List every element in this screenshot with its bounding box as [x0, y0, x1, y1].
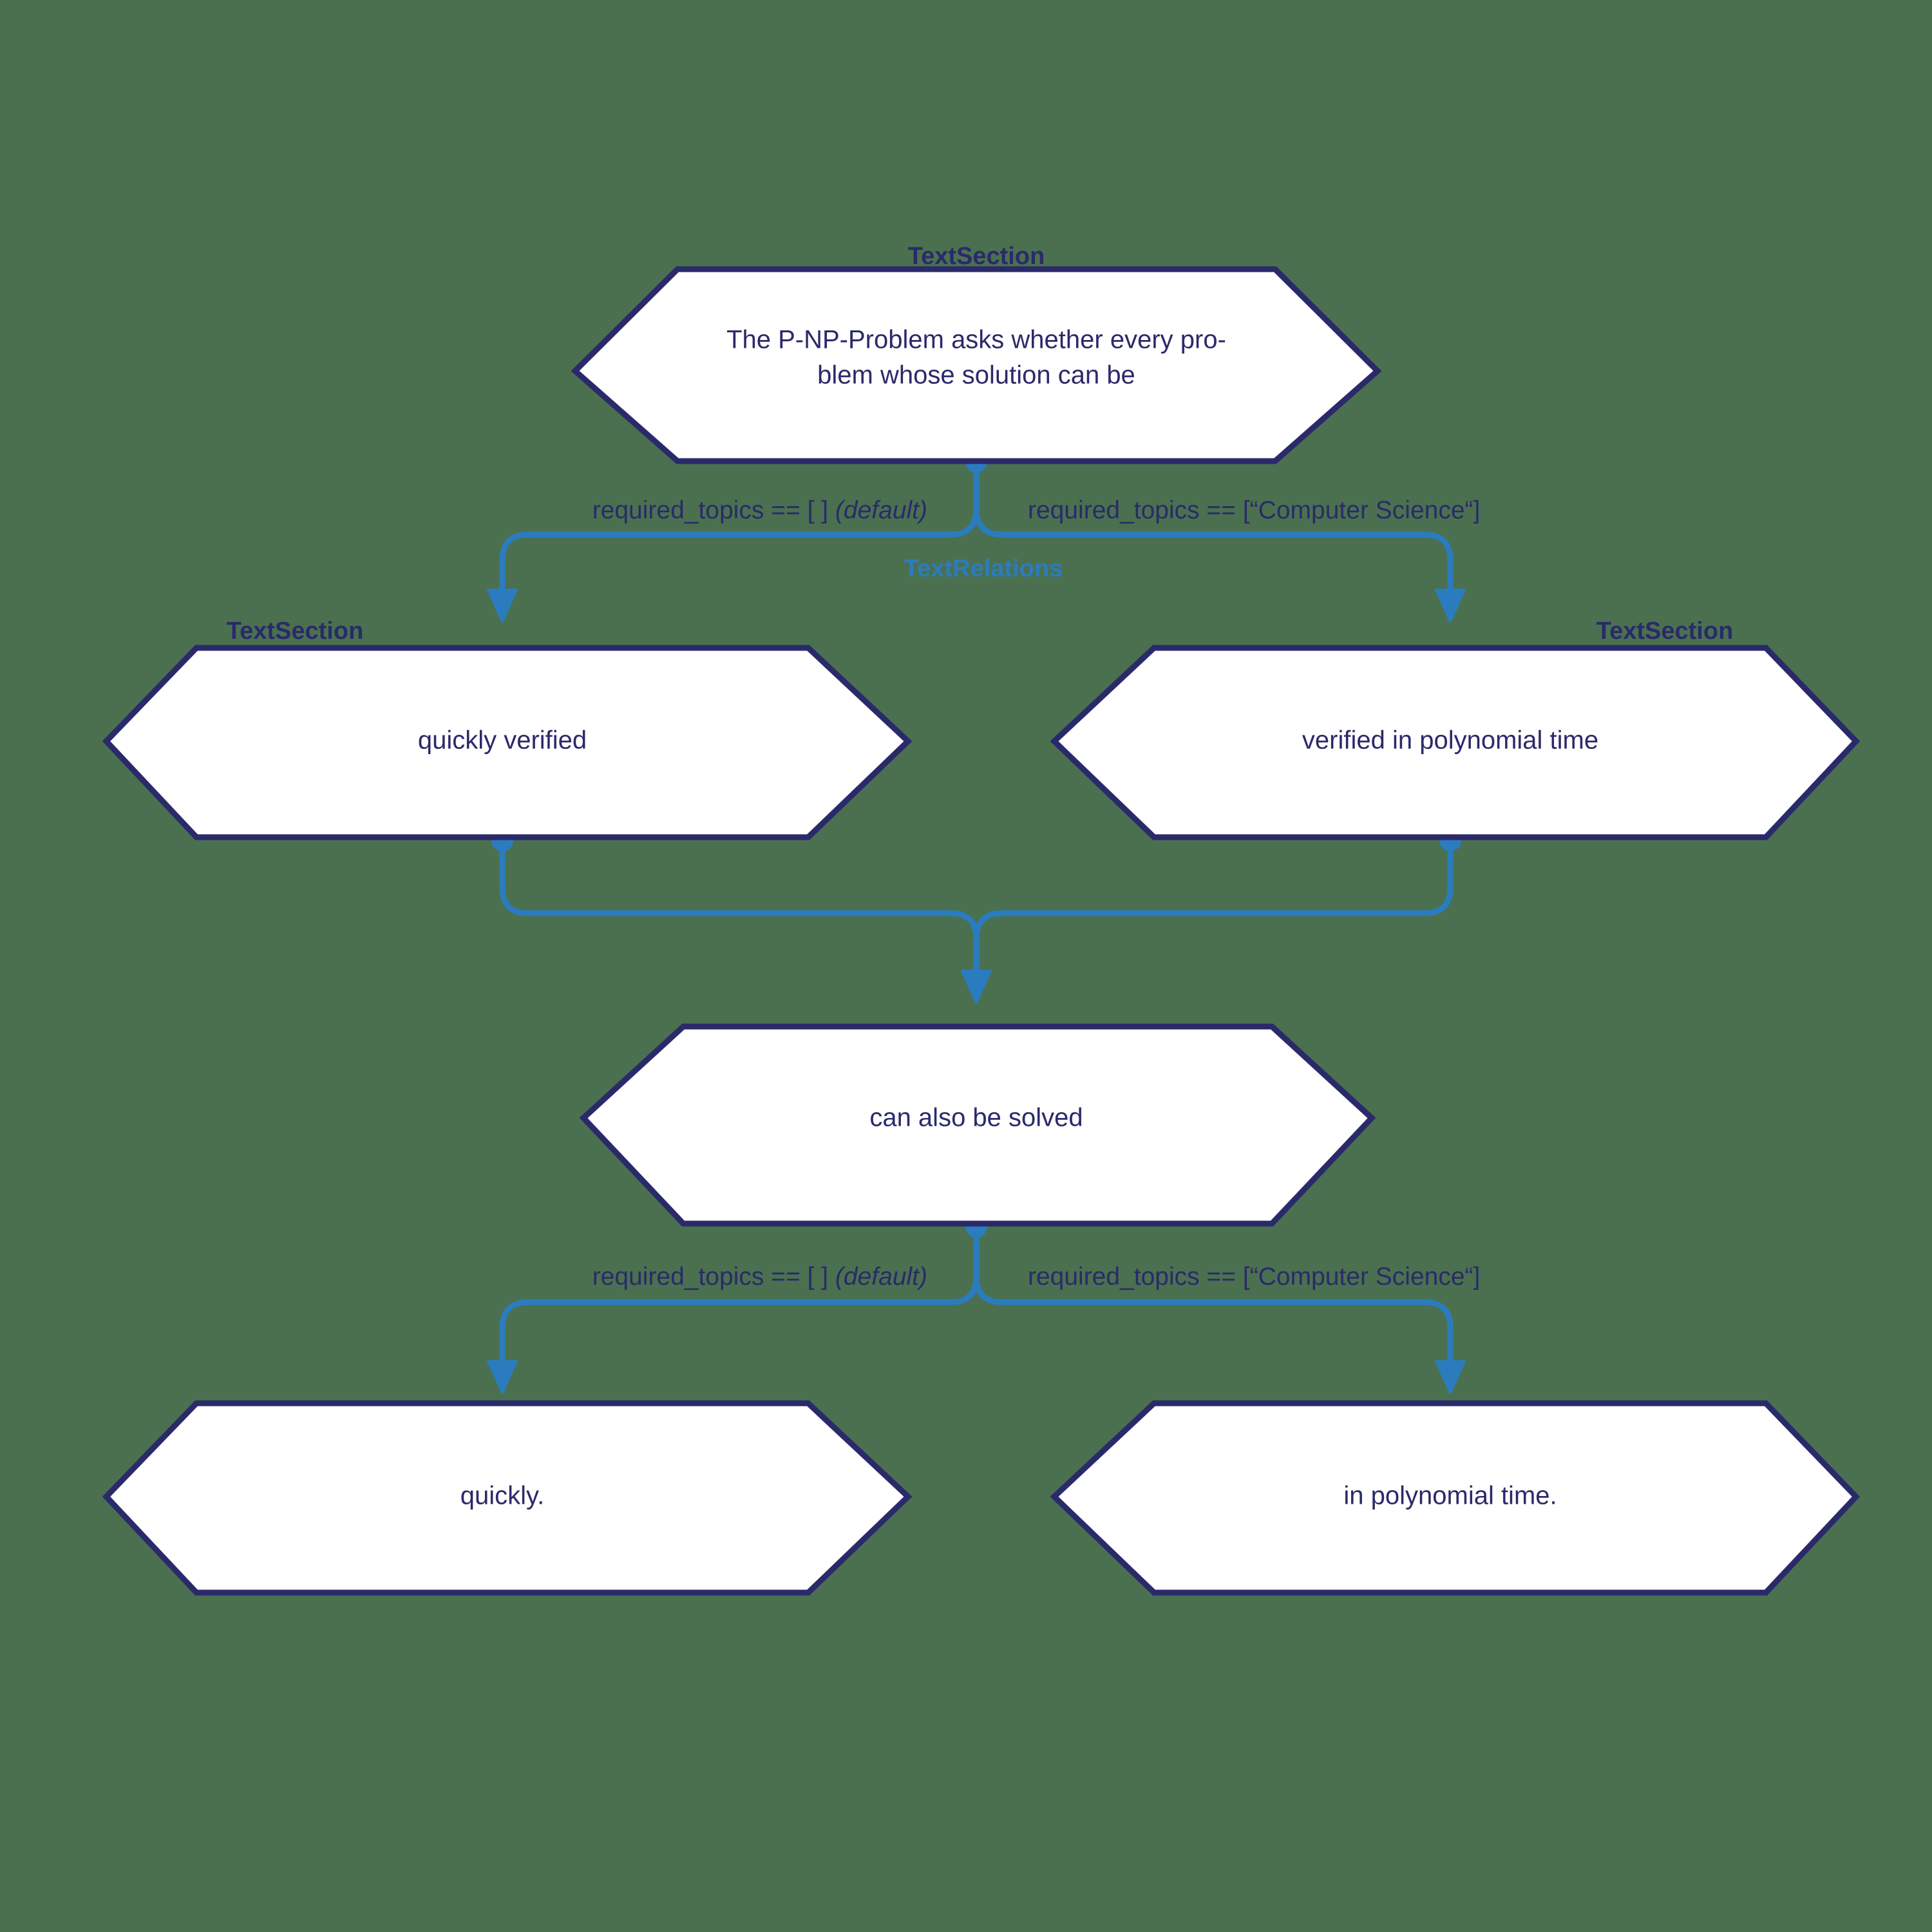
node-root[interactable]: TextSection The P-NP-Problem asks whethe… — [571, 243, 1382, 464]
edge-arrowhead — [1434, 589, 1466, 623]
edge-label-root-right: required_topics == [“Computer Science“] — [1028, 497, 1480, 524]
node-caption-text-section: TextSection — [1596, 618, 1734, 645]
node-label-line-2: blem whose solution can be — [817, 361, 1135, 390]
node-in-polynomial-time[interactable]: in polynomial time. — [1050, 1400, 1861, 1596]
edge-label-solved-left: required_topics == [ ] (default) — [592, 1263, 927, 1291]
edge-label-suffix: (default) — [835, 1263, 927, 1291]
edge-label-suffix: (default) — [835, 497, 927, 524]
node-label-line-1: The P-NP-Problem asks whether every pro- — [726, 326, 1226, 354]
node-hexagon — [579, 1023, 1376, 1227]
edge-solved-to-in-poly[interactable]: required_topics == [“Computer Science“] — [973, 1233, 1480, 1394]
node-label-line-1: quickly. — [460, 1482, 544, 1510]
node-verified-in-polynomial-time[interactable]: TextSection verified in polynomial time — [1050, 618, 1861, 840]
node-hexagon — [102, 645, 913, 840]
node-can-also-be-solved[interactable]: can also be solved — [579, 1023, 1376, 1227]
node-caption-text-section: TextSection — [908, 243, 1045, 270]
node-label-line-1: can also be solved — [869, 1104, 1083, 1132]
edge-label-prefix: required_topics == [ ] — [592, 1263, 835, 1291]
node-quickly-verified[interactable]: TextSection quickly verified — [102, 618, 913, 840]
edge-arrowhead — [486, 1360, 518, 1394]
node-quickly[interactable]: quickly. — [102, 1400, 913, 1596]
text-relations-caption: TextRelations — [904, 555, 1063, 582]
edge-arrowhead — [1434, 1360, 1466, 1394]
edge-quickly-verified-to-solved[interactable] — [491, 829, 992, 1004]
edge-connector-line — [499, 846, 980, 974]
edge-arrowhead — [960, 970, 992, 1004]
edge-connector-line — [499, 1233, 980, 1364]
edge-connector-line — [973, 1233, 1454, 1364]
edge-root-to-verified-poly[interactable]: required_topics == [“Computer Science“] — [973, 468, 1480, 623]
node-hexagon — [102, 1400, 913, 1596]
node-hexagon — [1050, 1400, 1861, 1596]
edge-root-to-quickly-verified[interactable]: required_topics == [ ] (default) — [486, 451, 987, 623]
edge-label-prefix: required_topics == [“Computer Science“] — [1028, 1263, 1480, 1291]
edge-connector-line — [973, 846, 1454, 974]
edge-label-root-left: required_topics == [ ] (default) — [592, 497, 927, 524]
node-label-line-1: quickly verified — [418, 726, 587, 755]
edge-label-prefix: required_topics == [“Computer Science“] — [1028, 497, 1480, 524]
edge-connector-line — [973, 468, 1454, 592]
node-hexagon — [1050, 645, 1861, 840]
edge-solved-to-quickly[interactable]: required_topics == [ ] (default) — [486, 1216, 987, 1394]
edge-arrowhead — [486, 589, 518, 623]
node-caption-text-section: TextSection — [227, 618, 364, 645]
edge-label-prefix: required_topics == [ ] — [592, 497, 835, 524]
edge-label-solved-right: required_topics == [“Computer Science“] — [1028, 1263, 1480, 1291]
edge-verified-poly-to-solved[interactable] — [973, 829, 1461, 974]
node-label-line-1: in polynomial time. — [1343, 1482, 1557, 1510]
node-label-line-1: verified in polynomial time — [1302, 726, 1598, 755]
node-hexagon — [571, 266, 1382, 464]
